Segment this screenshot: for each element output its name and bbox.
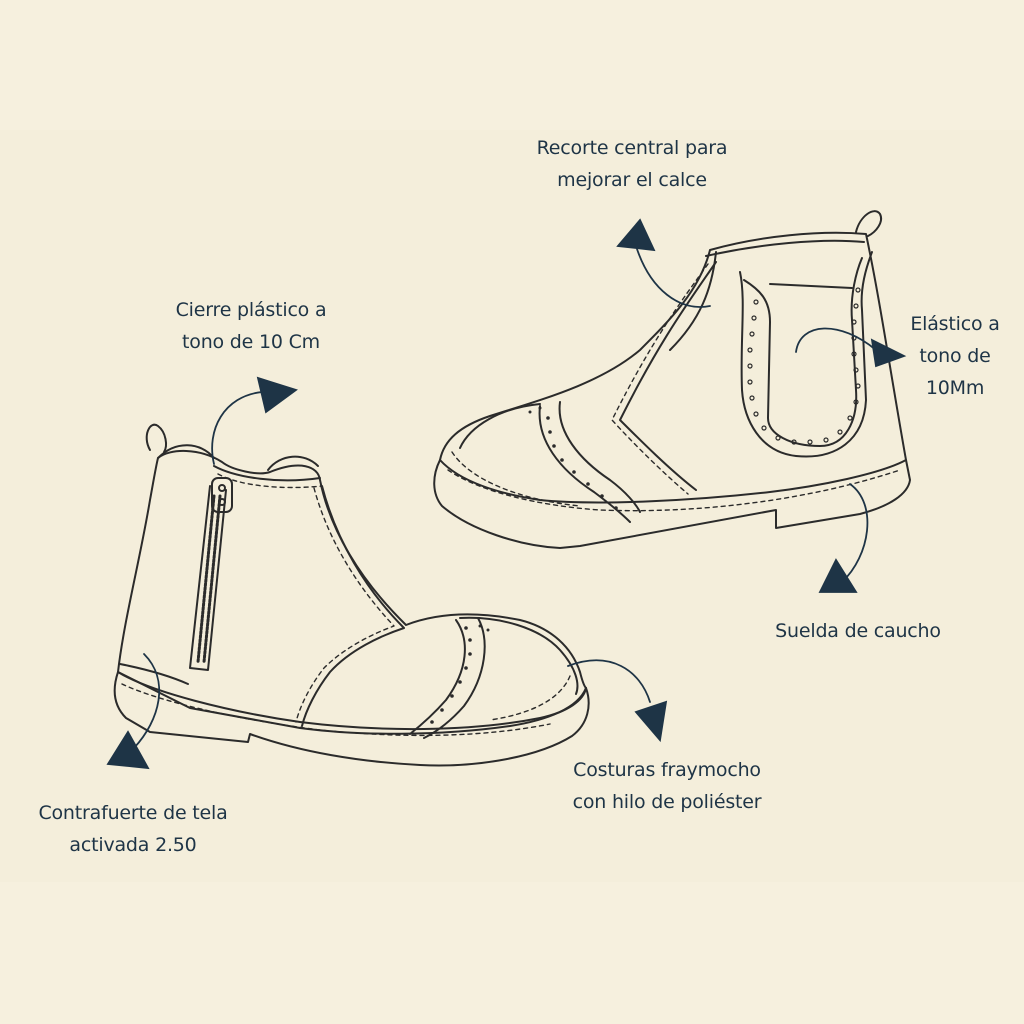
- arrow-suela: [841, 483, 869, 583]
- label-costuras-line2: con hilo de poliéster: [572, 791, 762, 813]
- arrowhead-suela: [818, 558, 858, 593]
- left-boot-upper: [117, 449, 587, 689]
- label-cierre-line1: Cierre plástico a: [175, 299, 327, 321]
- label-recorte-central: Recorte central para mejorar el calce: [532, 132, 732, 196]
- label-contrafuerte: Contrafuerte de tela activada 2.50: [30, 797, 236, 861]
- zipper-pull: [211, 477, 233, 513]
- label-costuras-line1: Costuras fraymocho: [573, 759, 761, 781]
- left-boot-sole-top: [117, 671, 587, 731]
- left-boot: [113, 423, 590, 767]
- label-contrafuerte-line2: activada 2.50: [69, 834, 197, 856]
- left-boot-pull-tab: [145, 423, 167, 453]
- arrowhead-contrafuerte: [106, 730, 150, 770]
- arrow-costuras: [567, 659, 651, 703]
- label-costuras: Costuras fraymocho con hilo de poliéster: [560, 754, 774, 818]
- label-elastico-line1: Elástico a: [910, 313, 1000, 335]
- arrow-recorte: [635, 245, 711, 308]
- label-suela-caucho: Suelda de caucho: [758, 615, 958, 647]
- arrow-cierre: [211, 391, 263, 465]
- right-boot-elastic-gusset: [743, 257, 863, 447]
- label-cierre-line2: tono de 10 Cm: [182, 331, 320, 353]
- right-boot-pull-tab: [855, 210, 882, 237]
- label-contrafuerte-line1: Contrafuerte de tela: [38, 802, 228, 824]
- label-elastico: Elástico a tono de 10Mm: [900, 308, 1010, 404]
- left-boot-outsole: [113, 671, 590, 767]
- label-suela-line1: Suelda de caucho: [775, 620, 941, 642]
- right-boot-wingtip: [538, 405, 631, 523]
- arrowhead-costuras: [634, 700, 668, 743]
- arrow-elastico: [795, 327, 877, 353]
- label-elastico-line3: 10Mm: [925, 377, 985, 399]
- arrowhead-elastico: [870, 338, 907, 368]
- background-panel: [0, 130, 1024, 882]
- arrow-contrafuerte: [133, 653, 160, 749]
- label-cierre-plastico: Cierre plástico a tono de 10 Cm: [160, 294, 342, 358]
- left-boot-wingtip: [409, 619, 466, 735]
- annotation-arrows: [106, 218, 907, 770]
- left-boot-zipper: [189, 485, 227, 671]
- label-recorte-line1: Recorte central para: [536, 137, 728, 159]
- arrowhead-cierre: [256, 376, 298, 414]
- arrowhead-recorte: [616, 218, 656, 252]
- right-boot: [433, 210, 911, 549]
- label-elastico-line2: tono de: [919, 345, 991, 367]
- label-recorte-line2: mejorar el calce: [557, 169, 707, 191]
